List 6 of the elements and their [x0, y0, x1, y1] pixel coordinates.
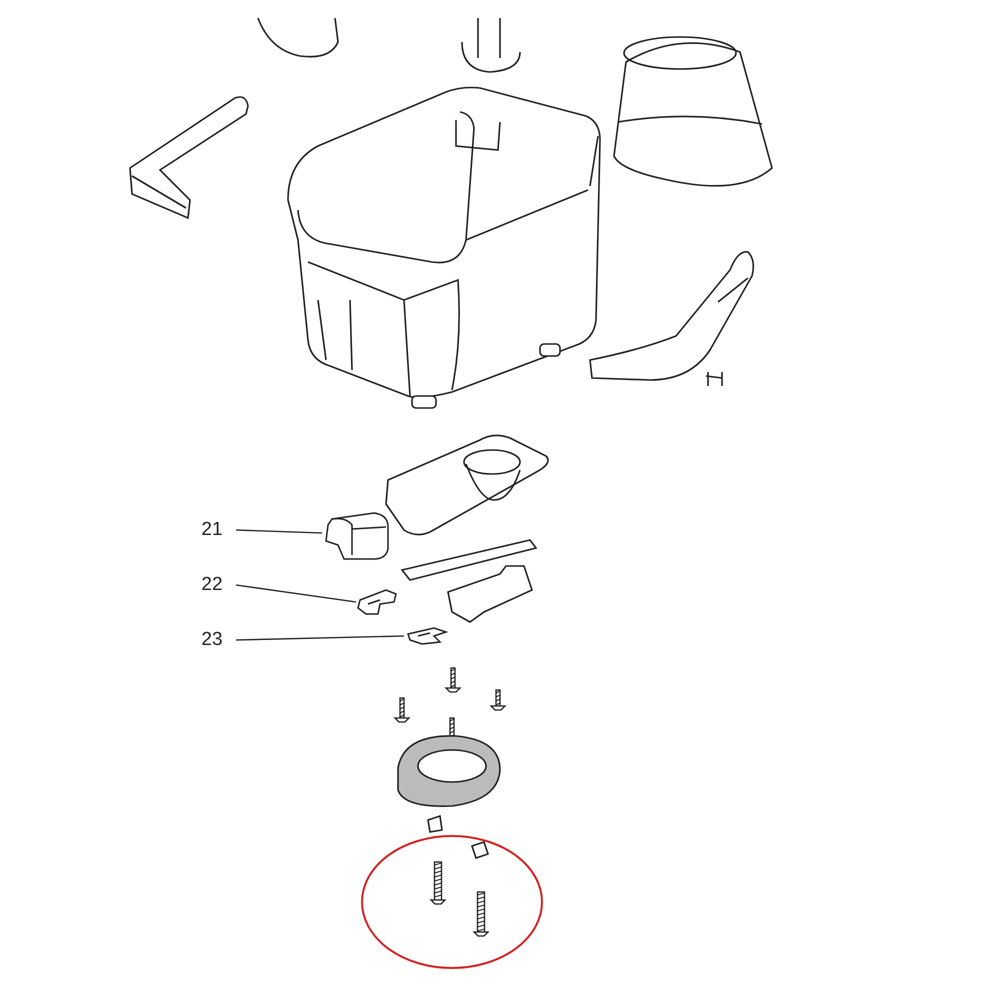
callout-number: 21: [194, 519, 230, 541]
leader-line: [236, 529, 322, 534]
callout-number: 22: [194, 574, 230, 596]
leader-line: [236, 584, 356, 603]
leader-line: [236, 635, 404, 641]
callout-number: 23: [194, 629, 230, 651]
